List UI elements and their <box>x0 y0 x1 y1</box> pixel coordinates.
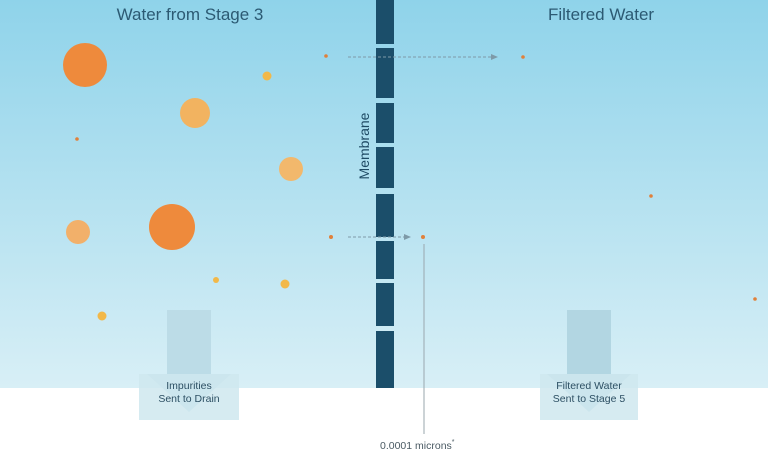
membrane-segment <box>376 241 394 279</box>
drain-label-box <box>139 374 239 420</box>
membrane-segment <box>376 48 394 98</box>
membrane-segment <box>376 194 394 237</box>
membrane <box>376 0 394 388</box>
flow-arrow-middle <box>348 234 411 240</box>
small-particle <box>521 55 525 59</box>
small-particle <box>75 137 79 141</box>
impurity-particle <box>180 98 210 128</box>
small-particle <box>421 235 425 239</box>
impurity-particle <box>149 204 195 250</box>
micron-asterisk: * <box>452 439 455 446</box>
small-particle <box>329 235 333 239</box>
impurity-particle <box>280 279 290 289</box>
impurity-particle <box>97 311 107 321</box>
impurity-particle <box>279 157 303 181</box>
small-particle <box>649 194 653 198</box>
membrane-segment <box>376 331 394 388</box>
membrane-segment <box>376 103 394 143</box>
small-particle <box>324 54 328 58</box>
left-title: Water from Stage 3 <box>117 5 264 24</box>
micron-label: 0.0001 microns* <box>380 439 455 452</box>
stage5-label-box <box>540 374 638 420</box>
impurity-particle <box>66 220 90 244</box>
flow-arrow-top <box>348 54 498 60</box>
stage5-label-line1: Filtered Water <box>556 380 622 392</box>
impurity-particle <box>262 71 272 81</box>
membrane-segment <box>376 283 394 326</box>
membrane-segment <box>376 0 394 44</box>
drain-label-line2: Sent to Drain <box>158 393 219 405</box>
right-title: Filtered Water <box>548 5 654 24</box>
impurity-particle <box>213 277 219 283</box>
membrane-label: Membrane <box>356 112 372 179</box>
impurity-particle <box>63 43 107 87</box>
stage5-label-line2: Sent to Stage 5 <box>553 393 626 405</box>
drain-label-line1: Impurities <box>166 380 212 392</box>
small-particle <box>753 297 757 301</box>
membrane-segment <box>376 147 394 188</box>
